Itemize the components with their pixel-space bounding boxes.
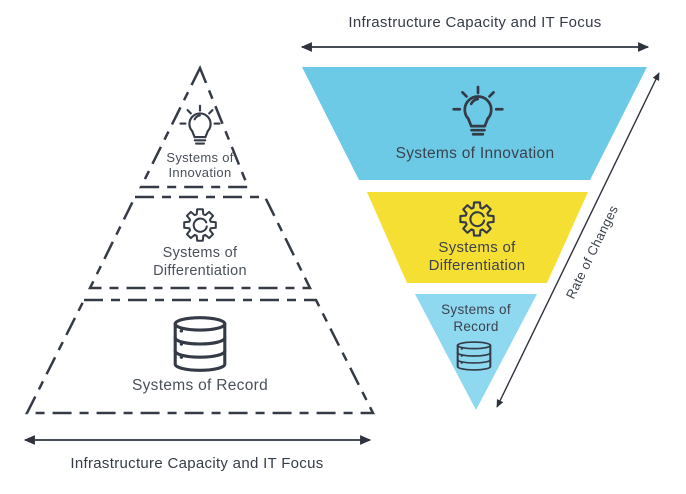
funnel-section-innovation	[302, 67, 647, 180]
right-funnel: Infrastructure Capacity and IT Focus Sys…	[300, 14, 660, 410]
pyramid-tier-record	[24, 298, 376, 415]
funnel-differentiation-label-line2: Differentiation	[429, 257, 526, 274]
funnel-record-label-line2: Record	[453, 319, 498, 334]
database-icon	[173, 316, 227, 372]
funnel-record-label-line1: Systems of	[441, 302, 511, 317]
pyramid-innovation-label-line2: Innovation	[169, 165, 232, 180]
funnel-differentiation-label-line1: Systems of	[438, 239, 516, 256]
pyramid-differentiation-label-line2: Differentiation	[153, 263, 247, 279]
capacity-axis-label-right: Infrastructure Capacity and IT Focus	[348, 14, 601, 31]
capacity-axis-label-left: Infrastructure Capacity and IT Focus	[70, 455, 323, 472]
pyramid-innovation-label-line1: Systems of	[166, 150, 233, 165]
gear-icon	[183, 208, 217, 242]
rate-of-changes-arrow	[496, 72, 660, 408]
funnel-innovation-label: Systems of Innovation	[396, 145, 555, 162]
left-pyramid: Systems of Innovation Systems of Differe…	[23, 64, 376, 472]
pyramid-tier-differentiation	[87, 195, 313, 290]
pyramid-record-label: Systems of Record	[132, 377, 268, 394]
pyramid-tier-innovation	[138, 64, 250, 189]
lightbulb-icon	[179, 104, 221, 145]
pyramid-differentiation-label-line1: Systems of	[163, 245, 238, 261]
